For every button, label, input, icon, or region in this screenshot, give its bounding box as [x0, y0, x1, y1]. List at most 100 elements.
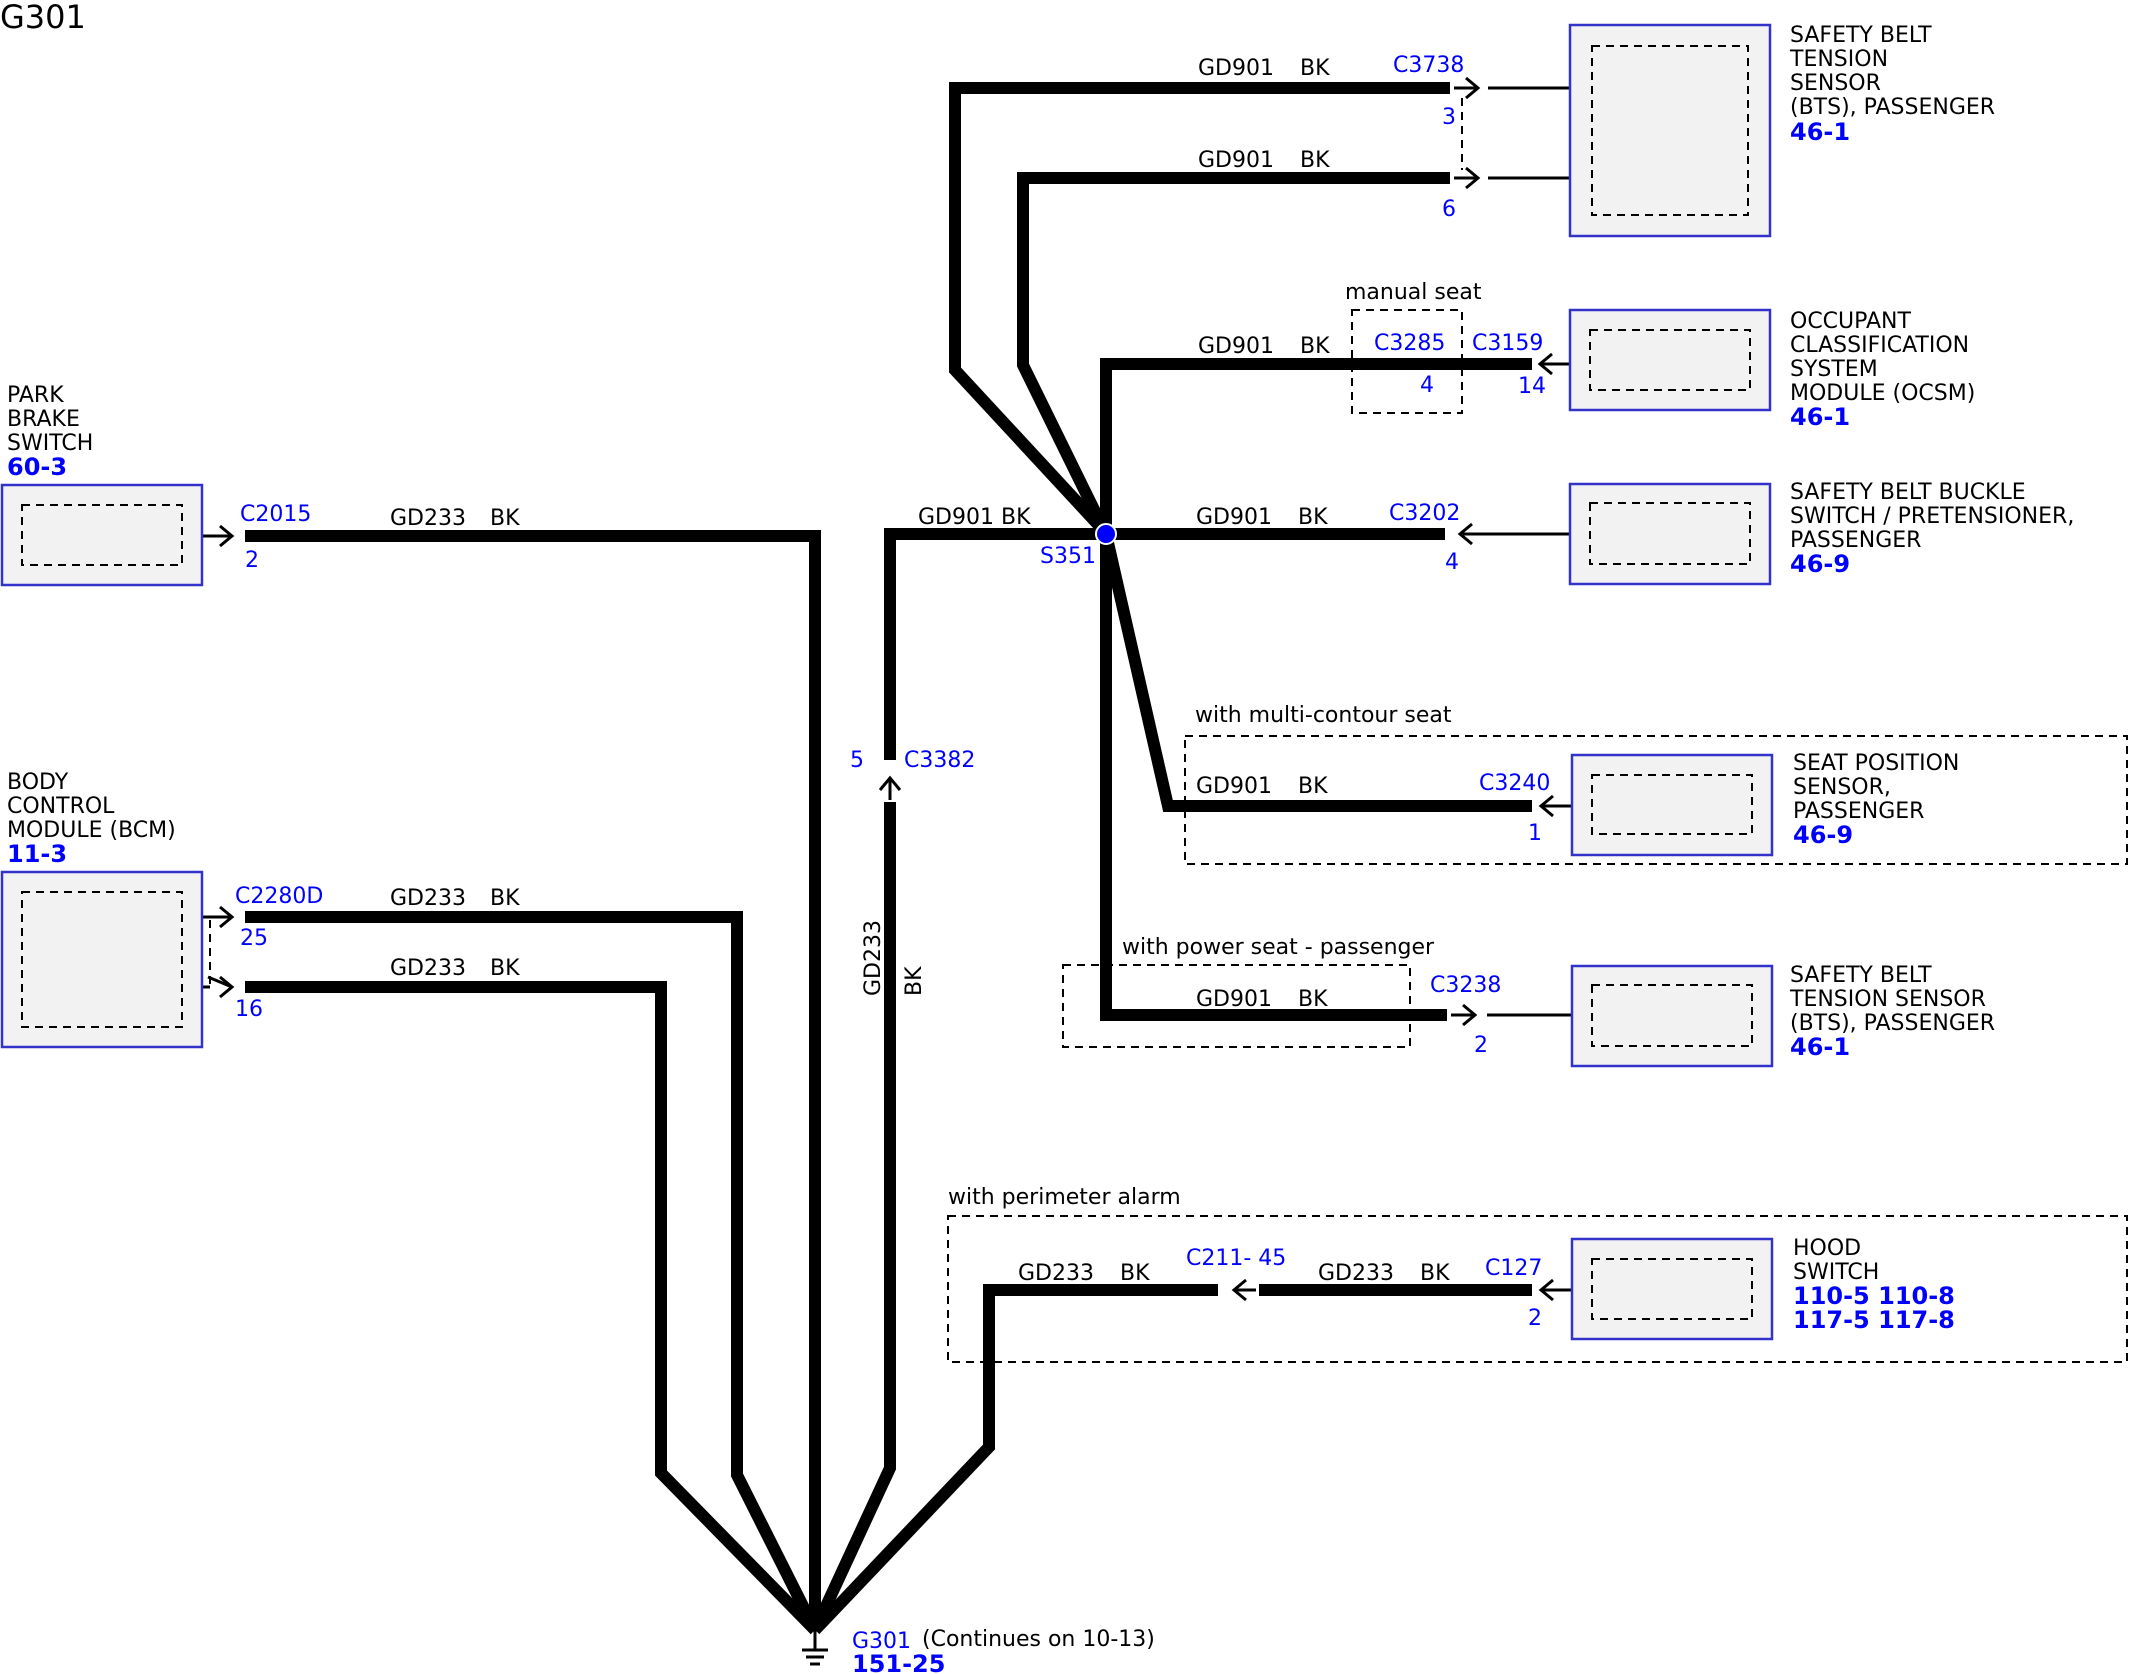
ground-note: (Continues on 10-13) — [922, 1627, 1155, 1652]
component-bcm: BODY CONTROL MODULE (BCM) 11-3 — [0, 770, 204, 1049]
svg-text:PARK: PARK — [7, 383, 64, 408]
svg-text:C3159: C3159 — [1472, 331, 1543, 356]
svg-text:GD901: GD901 — [1198, 148, 1274, 173]
connector-marks — [180, 76, 1590, 1302]
svg-text:2: 2 — [1474, 1033, 1488, 1058]
svg-text:11-3: 11-3 — [7, 840, 67, 868]
svg-text:GD901: GD901 — [1196, 505, 1272, 530]
svg-text:BK: BK — [490, 886, 520, 911]
svg-text:BK: BK — [1300, 148, 1330, 173]
svg-text:BK: BK — [1298, 774, 1328, 799]
svg-text:46-9: 46-9 — [1790, 550, 1850, 578]
svg-text:SWITCH / PRETENSIONER,: SWITCH / PRETENSIONER, — [1790, 504, 2074, 529]
svg-text:SAFETY BELT BUCKLE: SAFETY BELT BUCKLE — [1790, 480, 2026, 505]
svg-text:C3285: C3285 — [1374, 331, 1445, 356]
ground-ref: 151-25 — [852, 1650, 945, 1674]
svg-text:2: 2 — [245, 548, 259, 573]
ground-g301: G301 (Continues on 10-13) 151-25 — [802, 1627, 1155, 1674]
svg-text:SENSOR,: SENSOR, — [1793, 775, 1891, 800]
svg-text:1: 1 — [1528, 821, 1542, 846]
svg-text:C2015: C2015 — [240, 502, 311, 527]
svg-text:SAFETY BELT: SAFETY BELT — [1790, 963, 1932, 988]
wire-c3382-to-ground — [809, 802, 896, 1633]
wire-park-brake — [245, 530, 821, 1630]
svg-text:BK: BK — [490, 956, 520, 981]
svg-text:BK: BK — [1420, 1261, 1450, 1286]
svg-text:GD901 BK: GD901 BK — [918, 505, 1031, 530]
svg-text:GD901: GD901 — [1198, 56, 1274, 81]
option-manual-seat: manual seat — [1345, 280, 1482, 305]
svg-text:CONTROL: CONTROL — [7, 794, 115, 819]
component-bts-top: SAFETY BELT TENSION SENSOR (BTS), PASSEN… — [1568, 23, 1995, 238]
svg-text:BK: BK — [1298, 987, 1328, 1012]
svg-text:C3238: C3238 — [1430, 973, 1501, 998]
svg-text:HOOD: HOOD — [1793, 1236, 1861, 1261]
svg-text:46-1: 46-1 — [1790, 403, 1850, 431]
svg-text:14: 14 — [1518, 374, 1546, 399]
svg-text:GD233: GD233 — [390, 506, 466, 531]
svg-text:2: 2 — [1528, 1306, 1542, 1331]
svg-text:46-1: 46-1 — [1790, 118, 1850, 146]
svg-text:BRAKE: BRAKE — [7, 407, 80, 432]
svg-text:(BTS), PASSENGER: (BTS), PASSENGER — [1790, 95, 1995, 120]
svg-text:46-1: 46-1 — [1790, 1033, 1850, 1061]
svg-text:SENSOR: SENSOR — [1790, 71, 1881, 96]
wire-labels: GD901 BK GD901 BK GD901 BK GD901 BK GD90… — [390, 56, 1450, 1286]
option-multi-contour: with multi-contour seat — [1195, 703, 1452, 728]
svg-text:GD233: GD233 — [861, 920, 886, 996]
component-buckle: SAFETY BELT BUCKLE SWITCH / PRETENSIONER… — [1568, 480, 2074, 586]
wires — [245, 82, 1532, 1635]
svg-text:OCCUPANT: OCCUPANT — [1790, 309, 1912, 334]
wire-bts-lower — [1100, 534, 1447, 1021]
svg-text:BK: BK — [1120, 1261, 1150, 1286]
svg-text:C3240: C3240 — [1479, 771, 1550, 796]
svg-text:GD901: GD901 — [1196, 774, 1272, 799]
svg-text:SAFETY BELT: SAFETY BELT — [1790, 23, 1932, 48]
component-hood-switch: HOOD SWITCH 110-5 110-8 117-5 117-8 — [1570, 1236, 1955, 1341]
svg-text:PASSENGER: PASSENGER — [1790, 528, 1921, 553]
svg-text:TENSION: TENSION — [1789, 47, 1888, 72]
svg-text:C3738: C3738 — [1393, 53, 1464, 78]
svg-text:GD233: GD233 — [1018, 1261, 1094, 1286]
svg-text:60-3: 60-3 — [7, 453, 67, 481]
ground-label: G301 — [852, 1629, 911, 1654]
svg-text:C3382: C3382 — [904, 748, 975, 773]
svg-text:GD233: GD233 — [390, 886, 466, 911]
svg-text:C2280D: C2280D — [235, 884, 323, 909]
svg-text:SWITCH: SWITCH — [7, 431, 93, 456]
svg-text:5: 5 — [850, 748, 864, 773]
svg-text:MODULE (OCSM): MODULE (OCSM) — [1790, 381, 1975, 406]
svg-text:6: 6 — [1442, 197, 1456, 222]
wire-hood-left — [810, 1284, 1218, 1635]
option-perimeter-alarm: with perimeter alarm — [948, 1185, 1181, 1210]
svg-text:BK: BK — [490, 506, 520, 531]
wire-splice-to-c3382 — [884, 528, 1103, 760]
svg-text:4: 4 — [1445, 550, 1459, 575]
wire-bts-pin6 — [1017, 172, 1450, 535]
svg-text:MODULE (BCM): MODULE (BCM) — [7, 818, 176, 843]
svg-text:SWITCH: SWITCH — [1793, 1260, 1879, 1285]
svg-text:C3202: C3202 — [1389, 501, 1460, 526]
svg-text:GD233: GD233 — [1318, 1261, 1394, 1286]
svg-text:BODY: BODY — [7, 770, 69, 795]
wire-seat-position — [1100, 532, 1532, 812]
svg-text:117-5 117-8: 117-5 117-8 — [1793, 1306, 1955, 1334]
svg-text:BK: BK — [1298, 505, 1328, 530]
svg-text:BK: BK — [1300, 334, 1330, 359]
svg-text:16: 16 — [235, 997, 263, 1022]
svg-text:4: 4 — [1420, 373, 1434, 398]
diagram-title: G301 — [0, 0, 86, 36]
svg-text:BK: BK — [902, 966, 927, 996]
option-boxes: manual seat with multi-contour seat with… — [947, 280, 2128, 1363]
connector-labels: C3738 3 6 C3285 4 C3159 14 C3202 4 C3240… — [235, 53, 1550, 1331]
svg-text:PASSENGER: PASSENGER — [1793, 799, 1924, 824]
wire-ocsm — [1100, 358, 1532, 532]
svg-text:SEAT POSITION: SEAT POSITION — [1793, 751, 1959, 776]
svg-text:GD901: GD901 — [1196, 987, 1272, 1012]
component-ocsm: OCCUPANT CLASSIFICATION SYSTEM MODULE (O… — [1568, 308, 1975, 431]
wire-bts-pin3 — [949, 82, 1450, 537]
svg-text:C211- 45: C211- 45 — [1186, 1246, 1286, 1271]
component-seat-position: SEAT POSITION SENSOR, PASSENGER 46-9 — [1570, 751, 1959, 857]
svg-text:C127: C127 — [1485, 1256, 1542, 1281]
